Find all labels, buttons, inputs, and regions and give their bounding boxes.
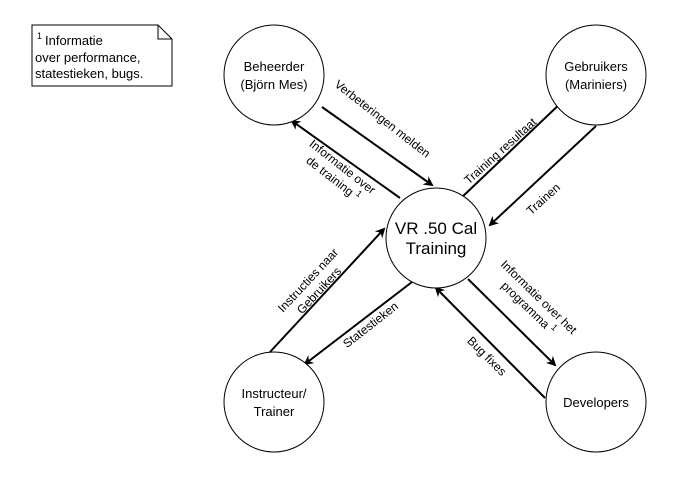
node-developers: Developers — [545, 351, 647, 453]
note-line-1: Informatie — [45, 33, 103, 48]
arrow-statestieken — [303, 281, 413, 366]
arrow-bug-fixes — [434, 286, 546, 399]
note-marker: 1 — [37, 31, 42, 41]
node-gebruikers-line-1: Gebruikers — [564, 59, 628, 74]
node-instructeur: Instructeur/ Trainer — [223, 351, 325, 453]
svg-text:Verbeteringen melden: Verbeteringen melden — [332, 77, 433, 160]
node-beheerder: Beheerder (Björn Mes) — [223, 24, 325, 126]
arrow-verbeteringen-melden — [321, 106, 434, 187]
edge-label-training-resultaat: Training resultaat — [461, 115, 539, 188]
node-center-line-1: VR .50 Cal — [395, 219, 477, 238]
note-line-3: statestieken, bugs. — [35, 66, 143, 81]
node-instructeur-line-2: Trainer — [254, 404, 295, 419]
node-center: VR .50 Cal Training — [385, 187, 487, 289]
svg-text:Statestieken: Statestieken — [340, 299, 401, 351]
edge-label-informatie-over-het-programma: Informatie over het programma 1 — [498, 257, 580, 337]
edge-label-instructies-naar-gebruikers: Instructies naar Gebruikers — [275, 245, 344, 316]
note-line-2: over performance, — [35, 50, 141, 65]
edge-label-training-sup: 1 — [354, 188, 364, 199]
edge-label-programma-sup: 1 — [549, 322, 560, 333]
edge-label-verbeteringen-melden: Verbeteringen melden — [332, 77, 433, 160]
node-beheerder-line-2: (Björn Mes) — [240, 77, 307, 92]
footnote-note: 1 Informatie over performance, statestie… — [31, 24, 173, 87]
edge-label-trainen: Trainen — [524, 180, 563, 217]
node-gebruikers-line-2: (Mariniers) — [565, 77, 627, 92]
arrow-instructies-naar-gebruikers — [269, 227, 386, 353]
arrow-training-resultaat — [459, 98, 566, 200]
svg-text:Trainen: Trainen — [524, 180, 563, 217]
node-center-line-2: Training — [406, 239, 467, 258]
arrow-informatie-over-het-programma — [467, 278, 557, 367]
node-gebruikers: Gebruikers (Mariniers) — [545, 24, 647, 126]
note-shape — [31, 24, 173, 87]
arrow-informatie-over-de-training — [290, 119, 401, 199]
node-instructeur-line-1: Instructeur/ — [241, 386, 306, 401]
svg-text:Training resultaat: Training resultaat — [461, 115, 539, 188]
edge-label-statestieken: Statestieken — [340, 299, 401, 351]
node-developers-line-1: Developers — [563, 395, 629, 410]
note-fold — [157, 25, 172, 40]
edges — [269, 98, 597, 399]
arrow-trainen — [488, 125, 597, 227]
node-beheerder-line-1: Beheerder — [244, 59, 305, 74]
